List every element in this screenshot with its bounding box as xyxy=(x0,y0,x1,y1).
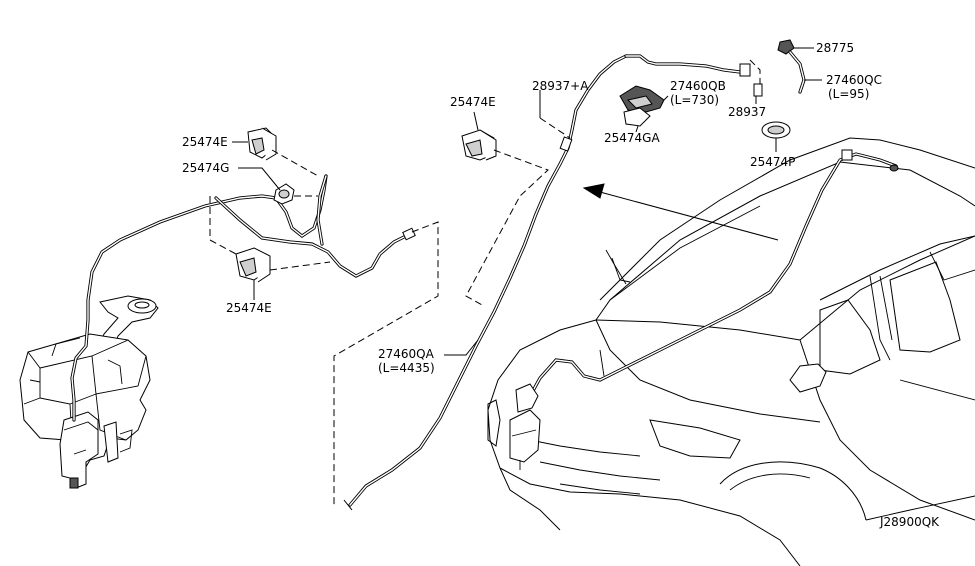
joint-28937 xyxy=(749,59,763,97)
label-28775: 28775 xyxy=(816,41,854,55)
clip-25474e-mid xyxy=(461,129,497,161)
label-27460qa-length: (L=4435) xyxy=(378,361,435,375)
grommet-25474p xyxy=(761,121,791,139)
label-25474p: 25474P xyxy=(750,155,795,169)
check-valve-28775 xyxy=(777,39,806,94)
label-25474e-bottom: 25474E xyxy=(226,301,272,315)
clip-25474e-bottom xyxy=(235,247,271,283)
hose-27460qa xyxy=(343,54,628,511)
label-27460qc: 27460QC xyxy=(826,73,882,87)
label-25474g: 25474G xyxy=(182,161,229,175)
nozzle-25474ga xyxy=(619,85,665,127)
label-27460qb: 27460QB xyxy=(670,79,726,93)
part-labels: 25474E 25474G 25474E 25474E 28937+A 2746… xyxy=(182,41,940,529)
label-25474e-mid: 25474E xyxy=(450,95,496,109)
dashed-leaders-left xyxy=(209,149,439,508)
label-27460qc-length: (L=95) xyxy=(828,87,869,101)
washer-tank xyxy=(19,194,278,489)
vehicle-outline xyxy=(487,137,975,566)
dashed-leaders-center xyxy=(465,117,571,307)
label-27460qb-length: (L=730) xyxy=(670,93,719,107)
label-25474e-top: 25474E xyxy=(182,135,228,149)
label-28937: 28937 xyxy=(728,105,766,119)
diagram-code: J28900QK xyxy=(879,515,940,529)
label-28937a: 28937+A xyxy=(532,79,589,93)
vehicle-hose-route xyxy=(509,149,899,470)
label-27460qa: 27460QA xyxy=(378,347,435,361)
leader-lines xyxy=(232,47,822,356)
label-25474ga: 25474GA xyxy=(604,131,660,145)
clip-25474e-top xyxy=(247,127,277,161)
hose-27460qb xyxy=(624,54,751,77)
